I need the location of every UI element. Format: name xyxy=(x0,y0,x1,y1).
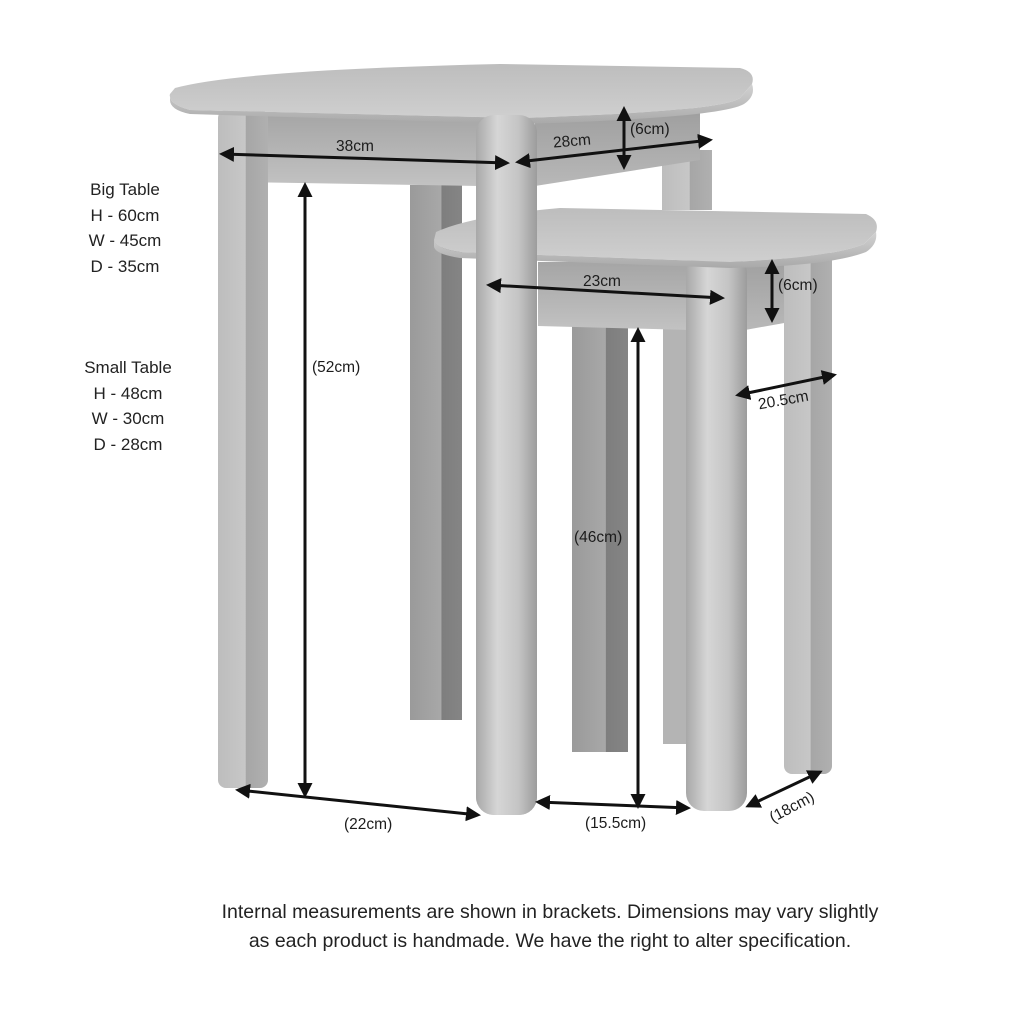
label-big-apron-height: (6cm) xyxy=(630,121,670,138)
label-small-internal-width: (15.5cm) xyxy=(585,815,647,832)
big-table-title: Big Table xyxy=(90,180,160,199)
small-table-right-leg xyxy=(784,250,832,774)
label-big-internal-width: (22cm) xyxy=(344,816,393,833)
arrow-big-internal-width xyxy=(235,783,481,822)
arrow-small-apron-depth xyxy=(735,370,837,400)
label-small-apron-height: (6cm) xyxy=(778,277,818,294)
small-table-width: W - 30cm xyxy=(91,409,165,428)
small-table-specs: Small Table H - 48cm W - 30cm D - 28cm xyxy=(60,355,196,457)
dimension-arrows xyxy=(219,106,837,822)
small-table-top xyxy=(434,208,877,262)
small-table-depth: D - 28cm xyxy=(93,434,163,454)
big-table-height: H - 60cm xyxy=(90,205,160,225)
small-table-back-left-leg xyxy=(572,320,628,752)
label-small-apron-width: 23cm xyxy=(583,273,621,290)
footnote-line-2: as each product is handmade. We have the… xyxy=(248,930,852,952)
big-table-depth: D - 35cm xyxy=(90,256,160,276)
big-table-front-left-leg xyxy=(218,110,268,788)
big-table-back-left-leg xyxy=(410,185,462,720)
footnote: Internal measurements are shown in brack… xyxy=(120,898,980,956)
label-big-apron-depth: 28cm xyxy=(552,131,592,152)
arrow-big-apron-width xyxy=(219,146,510,171)
arrow-small-internal-width xyxy=(535,794,691,816)
small-table-height: H - 48cm xyxy=(93,383,163,403)
label-big-internal-height: (52cm) xyxy=(312,359,361,376)
big-table-front-corner-leg-overlay xyxy=(476,115,537,815)
big-table-top-edge xyxy=(169,84,754,124)
big-table-width: W - 45cm xyxy=(88,231,162,250)
footnote-line-1: Internal measurements are shown in brack… xyxy=(221,901,879,923)
small-table-front-corner-leg xyxy=(686,255,747,811)
big-table-top xyxy=(169,64,753,118)
arrow-small-internal-depth xyxy=(745,770,823,808)
label-big-apron-width: 38cm xyxy=(336,138,374,155)
big-table-specs: Big Table H - 60cm W - 45cm D - 35cm xyxy=(60,177,190,279)
small-table-top-edge xyxy=(434,232,877,268)
arrow-big-apron-depth xyxy=(515,133,713,169)
label-small-internal-height: (46cm) xyxy=(574,529,623,546)
small-table-title: Small Table xyxy=(84,358,172,377)
arrow-small-apron-width xyxy=(486,278,725,305)
